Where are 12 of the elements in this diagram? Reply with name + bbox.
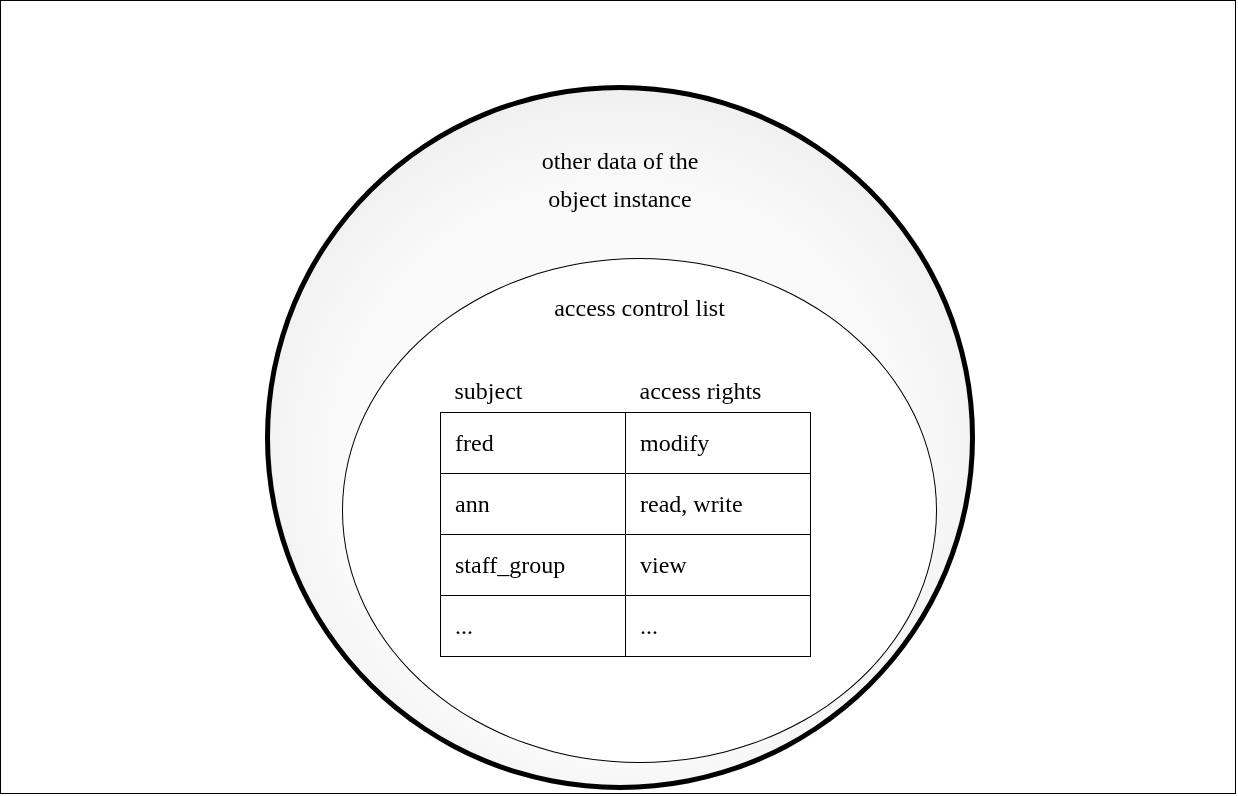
list-title: access control list [554,294,725,323]
table-cell: modify [625,412,811,474]
table-cell: staff_group [440,534,626,596]
table-cell: fred [440,412,626,474]
table-cell: ... [625,595,811,657]
table-cell: view [625,534,811,596]
table-cell: ann [440,473,626,535]
column-header: access rights [625,370,811,413]
table-cell: read, write [625,473,811,535]
table-cell: ... [440,595,626,657]
region-label: other data of the object instance [540,147,700,214]
column-header: subject [440,370,626,413]
